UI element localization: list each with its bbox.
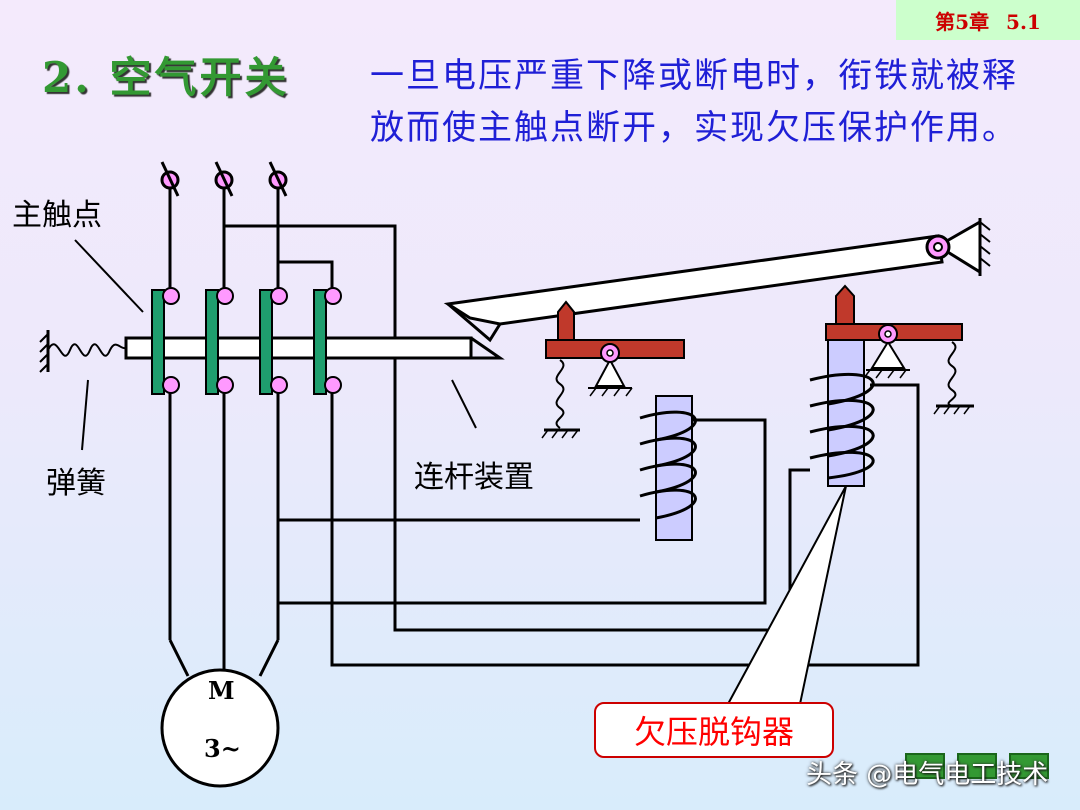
chapter-badge: 第5章 5.1	[896, 0, 1080, 40]
label-undervoltage-release: 欠压脱钩器	[594, 702, 834, 758]
overcurrent-trip	[541, 300, 685, 439]
slide-title: 2. 空气开关	[42, 53, 290, 102]
watermark: 头条 @电气电工技术	[806, 760, 1049, 790]
label-main-contacts: 主触点	[12, 198, 102, 233]
spring-symbol	[39, 330, 127, 373]
prev-slide-button[interactable]	[905, 753, 945, 779]
pointer-lines	[74, 239, 477, 451]
slide-nav	[905, 753, 1049, 779]
next-slide-button[interactable]	[1009, 753, 1049, 779]
undervoltage-coil	[809, 339, 875, 487]
motor-phase-text: 3~	[204, 734, 241, 763]
overcurrent-coil	[639, 395, 697, 541]
supply-terminals	[160, 161, 288, 197]
callout-pointer	[726, 485, 847, 705]
contact-points	[162, 287, 342, 394]
linkage-lever	[443, 218, 991, 343]
main-contacts	[151, 289, 327, 395]
motor-symbol	[160, 668, 280, 788]
label-linkage: 连杆装置	[414, 460, 534, 495]
label-spring: 弹簧	[46, 466, 106, 501]
home-button[interactable]	[957, 753, 997, 779]
description-text: 一旦电压严重下降或断电时，衔铁就被释放而使主触点断开，实现欠压保护作用。	[370, 56, 1018, 148]
wiring	[168, 180, 920, 677]
motor-symbol-text: M	[208, 676, 235, 705]
